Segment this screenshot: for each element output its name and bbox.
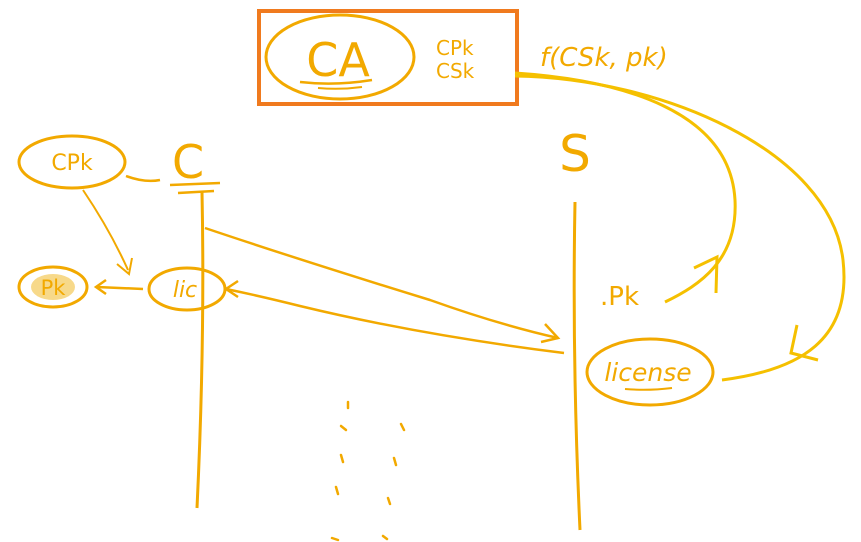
lic-to-pk-arrow [96, 285, 144, 291]
cpk-to-lic-arrowhead [116, 257, 133, 276]
ca-to-license-arrowhead [789, 324, 819, 362]
lic-to-pk-arrowhead [93, 278, 107, 296]
cpk-to-lic-arrow [82, 189, 129, 271]
client-pk-bubble [17, 265, 89, 309]
license-message-arrowhead [223, 279, 239, 299]
client-lic-label: lic [173, 278, 197, 303]
ca-to-pk-arrow [514, 71, 737, 304]
client-pk-label: Pk [41, 276, 67, 300]
ca-frame [257, 9, 519, 106]
ca-bubble [264, 13, 416, 101]
server-label: S [559, 125, 591, 183]
license-message-arrow [225, 287, 565, 355]
client-pk-highlight [31, 274, 75, 300]
server-license-bubble [585, 337, 715, 407]
cpk-to-c-line [125, 174, 161, 183]
client-lifeline [195, 191, 205, 509]
ca-label: CA [306, 33, 370, 87]
request-message-arrow [204, 226, 559, 340]
ca-key-secret: CSk [436, 59, 475, 83]
continuation-dashes [330, 400, 406, 542]
server-license-label: license [604, 358, 691, 387]
client-label: C [172, 135, 204, 189]
client-cpk-bubble [17, 134, 127, 190]
server-lifeline [572, 201, 582, 531]
request-message-arrowhead [540, 323, 561, 344]
client-label-underline [169, 181, 221, 195]
signing-formula: f(CSk, pk) [540, 43, 668, 73]
client-cpk-label: CPk [51, 151, 93, 176]
ca-key-public: CPk [436, 36, 474, 60]
ca-to-license-arrow [514, 74, 846, 382]
server-pk-label: .Pk [600, 282, 639, 312]
ca-underline-2 [317, 86, 363, 90]
ca-to-pk-arrowhead [693, 254, 719, 294]
server-license-underline [624, 387, 673, 391]
ca-underline [299, 78, 373, 85]
